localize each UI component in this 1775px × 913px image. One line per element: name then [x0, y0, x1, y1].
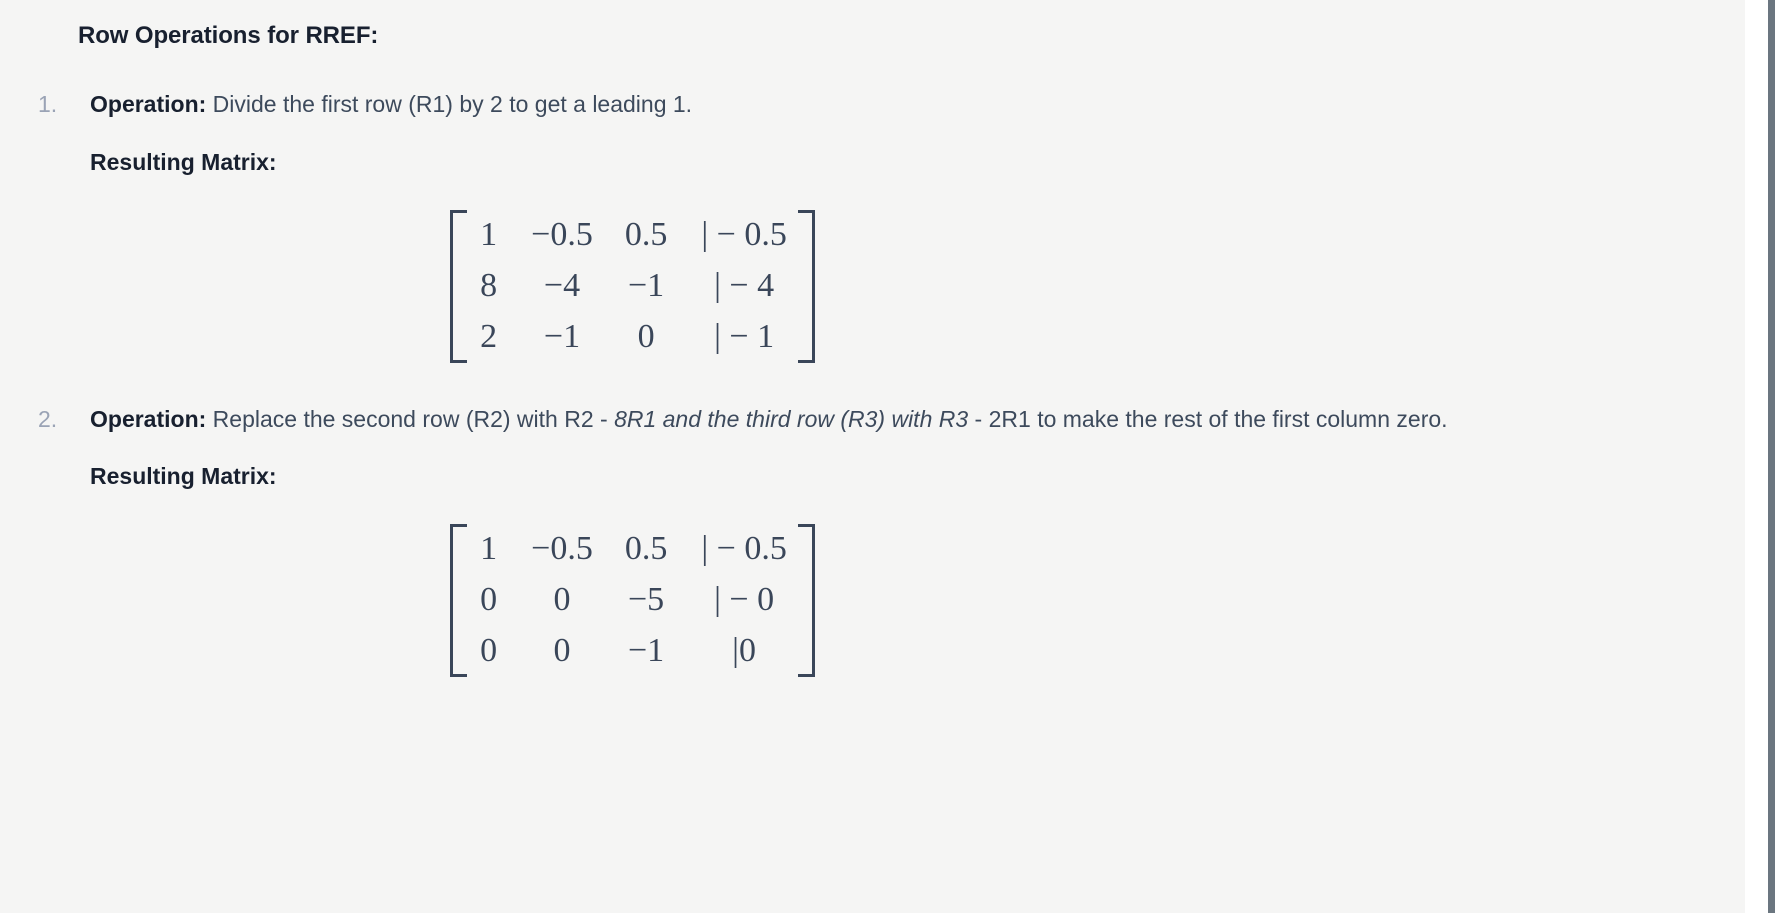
matrix-cell-augmented: | − 0 — [714, 581, 775, 619]
matrix-container: 1 −0.5 0.5 | − 0.5 0 0 −5 | − 0 0 — [90, 494, 1745, 681]
matrix-cell: −4 — [543, 266, 581, 304]
table-row: 0 0 −5 | − 0 — [470, 575, 795, 626]
matrix-cell: 0 — [553, 632, 571, 670]
operation-description: Operation: Replace the second row (R2) w… — [90, 401, 1690, 437]
matrix-cell: −5 — [628, 581, 665, 619]
matrix-cell: 1 — [480, 530, 498, 568]
table-row: 0 0 −1 |0 — [470, 626, 795, 677]
list-marker: 2. — [38, 405, 58, 432]
matrix-cell: 1 — [480, 216, 498, 254]
matrix-cell: 0 — [480, 581, 498, 619]
operation-text-part: Replace the second row (R2) with R2 - — [206, 405, 615, 432]
matrix-cell: 0 — [553, 581, 571, 619]
list-marker: 1. — [38, 91, 58, 118]
list-item: 1. Operation: Divide the first row (R1) … — [0, 86, 1745, 366]
table-row: 2 −1 0 | − 1 — [470, 312, 795, 363]
resulting-matrix-label: Resulting Matrix: — [90, 463, 277, 489]
matrix-cell: 0.5 — [624, 216, 668, 254]
operation-text-part-italic: 8R1 and the third row (R3) with R3 — [614, 405, 969, 432]
matrix-cell: −1 — [628, 266, 665, 304]
table-row: 8 −4 −1 | − 4 — [470, 261, 795, 312]
augmented-matrix: 1 −0.5 0.5 | − 0.5 0 0 −5 | − 0 0 — [450, 524, 815, 677]
matrix-cell: −0.5 — [531, 216, 593, 254]
matrix-cell-augmented: | − 0.5 — [701, 530, 787, 568]
table-row: 1 −0.5 0.5 | − 0.5 — [470, 210, 795, 261]
matrix-cell-augmented: |0 — [732, 632, 756, 670]
matrix-cell: −1 — [628, 632, 665, 670]
matrix-table: 1 −0.5 0.5 | − 0.5 0 0 −5 | − 0 0 — [470, 524, 795, 677]
matrix-cell: 2 — [480, 317, 498, 355]
matrix-cell: −0.5 — [531, 530, 593, 568]
resulting-matrix-label: Resulting Matrix: — [90, 148, 277, 175]
matrix-cell: −1 — [543, 317, 581, 355]
operation-label: Operation: — [90, 91, 207, 118]
augmented-matrix: 1 −0.5 0.5 | − 0.5 8 −4 −1 | − 4 2 — [450, 210, 815, 363]
operation-text-part: Divide the first row (R1) by 2 to get a … — [206, 91, 693, 118]
matrix-cell-augmented: | − 4 — [714, 266, 775, 304]
matrix-cell: 0.5 — [624, 530, 668, 568]
matrix-cell: 0 — [637, 317, 655, 355]
page-title: Row Operations for RREF: — [78, 22, 379, 49]
list-item: 2. Operation: Replace the second row (R2… — [0, 401, 1745, 681]
matrix-container: 1 −0.5 0.5 | − 0.5 8 −4 −1 | − 4 2 — [90, 180, 1745, 367]
operation-text-part: - 2R1 to make the rest of the first colu… — [968, 405, 1448, 432]
scrollbar-track[interactable] — [1768, 0, 1775, 913]
operation-description: Operation: Divide the first row (R1) by … — [90, 86, 1690, 122]
row-operations-list: 1. Operation: Divide the first row (R1) … — [0, 86, 1745, 681]
matrix-cell-augmented: | − 0.5 — [701, 216, 787, 254]
table-row: 1 −0.5 0.5 | − 0.5 — [470, 524, 795, 575]
operation-label: Operation: — [90, 405, 207, 432]
matrix-cell: 0 — [480, 632, 498, 670]
matrix-cell-augmented: | − 1 — [714, 317, 775, 355]
matrix-cell: 8 — [480, 266, 498, 304]
matrix-table: 1 −0.5 0.5 | − 0.5 8 −4 −1 | − 4 2 — [470, 210, 795, 363]
